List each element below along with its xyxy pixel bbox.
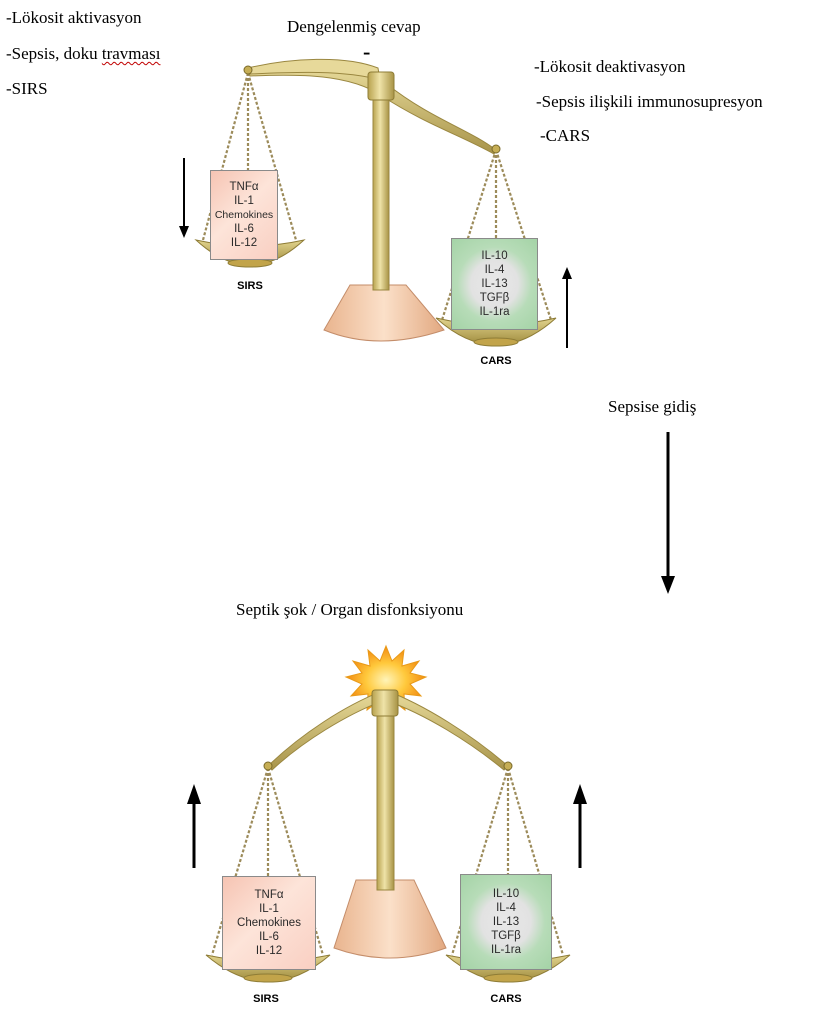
cytokine-label: IL-1ra: [479, 305, 509, 319]
cytokine-label: IL-12: [231, 236, 257, 250]
top-sirs-cytokine-box: TNFα IL-1 Chemokines IL-6 IL-12: [210, 170, 278, 260]
bottom-pillar: [377, 700, 394, 890]
bottom-cars-cytokine-box: IL-10 IL-4 IL-13 TGFβ IL-1ra: [460, 874, 552, 970]
top-pivot: [368, 72, 394, 100]
top-left-hook-icon: [244, 66, 252, 74]
bottom-pivot: [372, 690, 398, 716]
top-sirs-label: SIRS: [237, 280, 263, 292]
bottom-right-hook-icon: [504, 762, 512, 770]
cytokine-label: TNFα: [254, 888, 283, 902]
cytokine-label: IL-4: [496, 901, 516, 915]
cytokine-label: IL-13: [493, 915, 519, 929]
top-cars-label: CARS: [480, 355, 511, 367]
cytokine-label: Chemokines: [215, 208, 273, 222]
cytokine-label: IL-4: [485, 263, 505, 277]
top-pedestal: [324, 285, 444, 341]
cytokine-label: IL-12: [256, 944, 282, 958]
cytokine-label: IL-6: [234, 222, 254, 236]
cytokine-label: IL-6: [259, 930, 279, 944]
bottom-sirs-label: SIRS: [253, 993, 279, 1005]
top-right-hook-icon: [492, 145, 500, 153]
top-pillar: [373, 75, 389, 290]
top-cars-cytokine-box: IL-10 IL-4 IL-13 TGFβ IL-1ra: [451, 238, 538, 330]
cytokine-label: IL-10: [493, 887, 519, 901]
bottom-cars-label: CARS: [490, 993, 521, 1005]
cytokine-label: IL-13: [481, 277, 507, 291]
cytokine-label: IL-1ra: [491, 943, 521, 957]
cytokine-label: TGFβ: [491, 929, 521, 943]
cytokine-label: IL-1: [234, 194, 254, 208]
bottom-sirs-cytokine-box: TNFα IL-1 Chemokines IL-6 IL-12: [222, 876, 316, 970]
cytokine-label: IL-10: [481, 249, 507, 263]
cytokine-label: TGFβ: [480, 291, 510, 305]
cytokine-label: TNFα: [229, 180, 258, 194]
cytokine-label: IL-1: [259, 902, 279, 916]
cytokine-label: Chemokines: [237, 916, 301, 930]
bottom-left-hook-icon: [264, 762, 272, 770]
bottom-pedestal: [334, 880, 446, 958]
